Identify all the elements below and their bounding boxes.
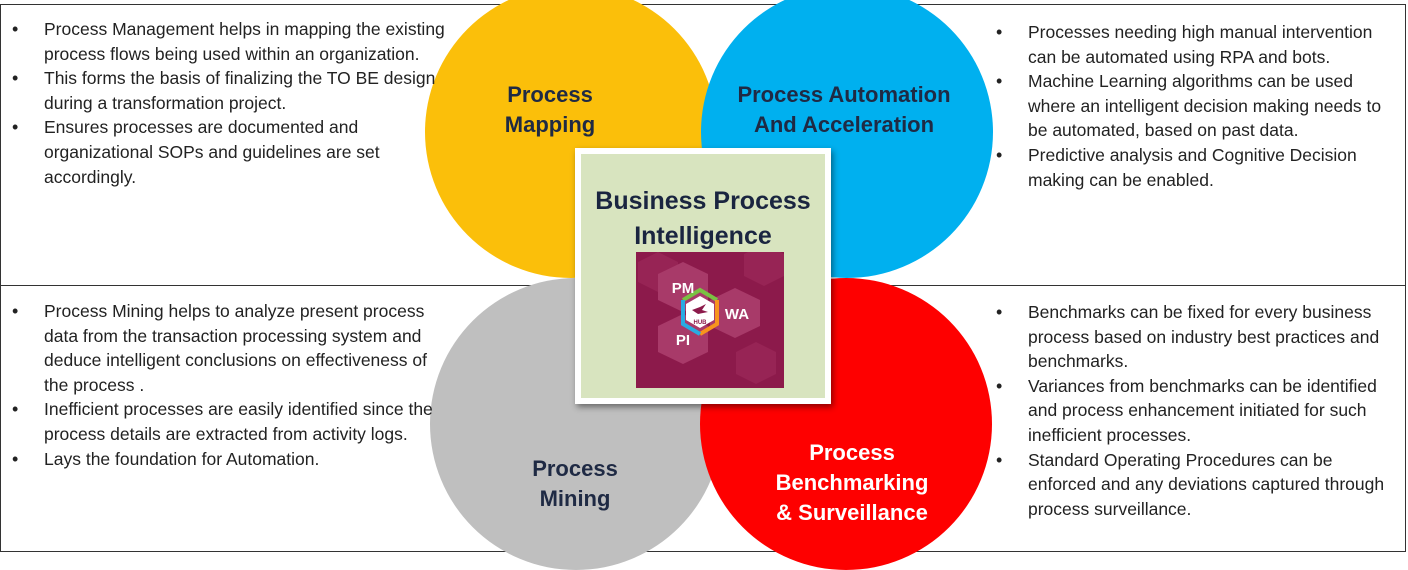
process-automation-bullets: Processes needing high manual interventi… bbox=[988, 20, 1393, 192]
diagram-frame bbox=[0, 4, 1406, 552]
hub-ring-green bbox=[681, 287, 719, 302]
process-mapping-bullets: Process Management helps in mapping the … bbox=[4, 17, 449, 189]
hub-bird-icon bbox=[692, 304, 708, 314]
bullet-item: Lays the foundation for Automation. bbox=[4, 447, 449, 472]
hexagon-pi bbox=[658, 314, 708, 364]
bullet-item: Inefficient processes are easily identif… bbox=[4, 397, 449, 446]
bullet-item: Benchmarks can be fixed for every busine… bbox=[988, 300, 1393, 374]
bullet-item: Machine Learning algorithms can be used … bbox=[988, 69, 1393, 143]
bullet-item: This forms the basis of finalizing the T… bbox=[4, 66, 449, 115]
process-mining-label: Process Mining bbox=[532, 456, 618, 511]
process-mining-bullets: Process Mining helps to analyze present … bbox=[4, 299, 449, 471]
hub-ring-orange bbox=[698, 300, 719, 336]
bullet-item: Process Mining helps to analyze present … bbox=[4, 299, 449, 397]
hexagon-bg-2 bbox=[744, 252, 784, 286]
hexagon-wa bbox=[710, 288, 760, 338]
hub-ring-blue bbox=[681, 300, 702, 336]
bullet-item: Predictive analysis and Cognitive Decisi… bbox=[988, 143, 1393, 192]
process-mapping-label: Process Mapping bbox=[504, 82, 596, 137]
process-benchmarking-bullets: Benchmarks can be fixed for every busine… bbox=[988, 300, 1393, 521]
hub-label: HUB bbox=[694, 320, 708, 326]
process-automation-label: Process Automation And Acceleration bbox=[737, 82, 951, 137]
bullet-item: Processes needing high manual interventi… bbox=[988, 20, 1393, 69]
process-benchmarking-label: Process Benchmarking & Surveillance bbox=[775, 440, 929, 525]
bullet-item: Standard Operating Procedures can be enf… bbox=[988, 448, 1393, 522]
hexagon-label-pi: PI bbox=[676, 332, 690, 349]
bullet-item: Process Management helps in mapping the … bbox=[4, 17, 449, 66]
hexagon-label-wa: WA bbox=[725, 306, 749, 323]
bullet-item: Ensures processes are documented and org… bbox=[4, 115, 449, 189]
hexagon-bg-3 bbox=[736, 342, 776, 384]
center-title: Business Process Intelligence bbox=[595, 187, 811, 250]
bullet-item: Variances from benchmarks can be identif… bbox=[988, 374, 1393, 448]
hexagon-label-pm: PM bbox=[672, 280, 695, 297]
business-process-intelligence-box: Business Process Intelligence PM WA PI H… bbox=[575, 148, 831, 404]
hub-hexagon-graphic: PM WA PI HUB bbox=[636, 252, 784, 388]
